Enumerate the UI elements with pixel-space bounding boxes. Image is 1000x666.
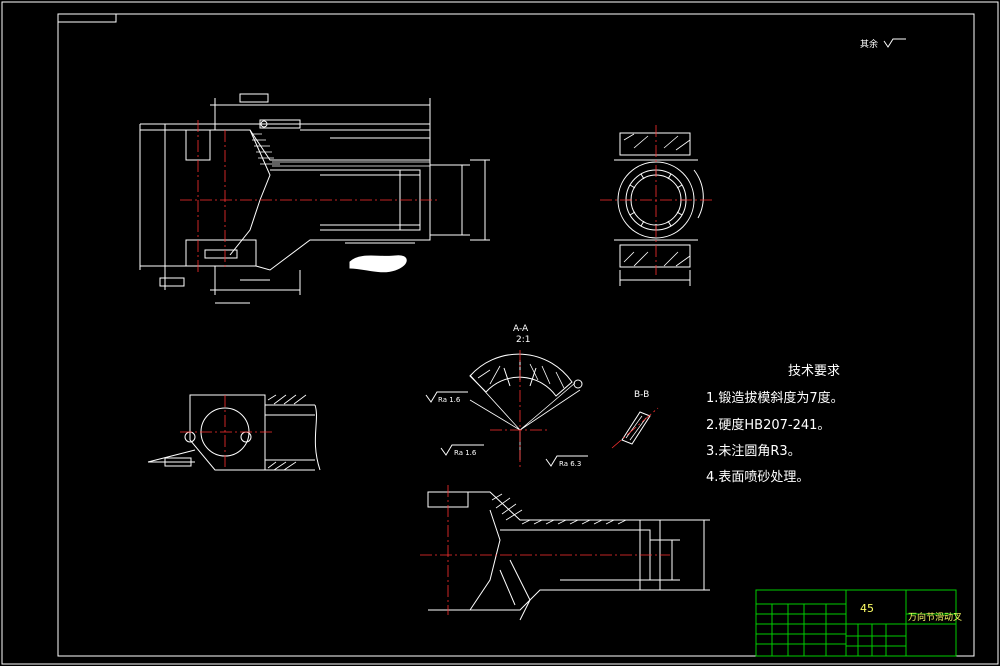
tech-req-item-3: 3.未注圆角R3。 [706, 444, 801, 459]
tolerance-frame [259, 119, 301, 129]
main-front-view [139, 93, 490, 304]
roughness-callouts [425, 391, 588, 467]
section-bb-shape [621, 411, 651, 445]
flange-hole-right [240, 431, 252, 443]
side-view [614, 132, 704, 286]
section-aa-circle-marker [573, 379, 583, 389]
tolerance-symbol-icon [260, 120, 268, 128]
dimension-lines-top2 [300, 129, 430, 139]
drawing-number-box [57, 13, 117, 23]
tech-req-title: 技术要求 [788, 364, 840, 379]
bottom-lower-ear-lines [499, 559, 531, 621]
corner-roughness-note: 其余 [860, 38, 906, 50]
roughness-2-label: Ra 1.6 [454, 449, 477, 457]
bottom-neck-outline [469, 509, 501, 611]
cam-profile-section [349, 255, 407, 273]
roughness-3-label: Ra 6.3 [559, 460, 581, 468]
inner-border [57, 13, 975, 657]
section-bb-centerline [611, 407, 659, 449]
dimension-lines-bottom [210, 266, 301, 304]
partial-view-hatch [267, 394, 307, 471]
lower-ear [185, 239, 257, 267]
roughness-3-icon [545, 455, 588, 467]
section-bb: B-B [611, 390, 659, 449]
main-view-hatch [252, 133, 430, 167]
bottom-body-outline [428, 491, 661, 611]
roughness-1-icon [425, 391, 468, 403]
lower-ear-slot [204, 249, 238, 259]
section-aa-label: A-A [513, 324, 529, 334]
roughness-2-icon [440, 444, 484, 456]
side-view-hatch [623, 133, 691, 267]
roughness-1-label: Ra 1.6 [438, 396, 461, 404]
section-aa: A-A 2:1 [469, 324, 583, 470]
title-block-frame [755, 589, 957, 657]
main-view-centerlines [180, 120, 440, 275]
partial-view-centerlines [180, 395, 275, 470]
bottom-view-hatch [491, 493, 627, 525]
corner-note-text: 其余 [860, 38, 878, 50]
title-material: 45 [860, 602, 874, 615]
shaft-outline [265, 404, 315, 471]
break-line [314, 404, 321, 471]
tech-req-item-1: 1.锻造拔模斜度为7度。 [706, 390, 844, 406]
side-width-dimension [619, 270, 691, 286]
section-aa-scale: 2:1 [516, 335, 530, 345]
tech-requirements: 技术要求 1.锻造拔模斜度为7度。 2.硬度HB207-241。 3.未注圆角R… [706, 364, 844, 485]
bottom-view-centerlines [420, 485, 670, 615]
side-top-ear [619, 132, 691, 156]
side-view-centerlines [600, 125, 712, 275]
bottom-section-view [427, 491, 710, 621]
neck-outline [229, 129, 271, 256]
dimension-lines-right [430, 159, 490, 241]
tech-req-item-2: 2.硬度HB207-241。 [706, 417, 830, 433]
section-aa-hatch [477, 363, 565, 389]
dimension-lines-top [210, 98, 431, 160]
title-block [755, 589, 957, 657]
tech-req-item-4: 4.表面喷砂处理。 [706, 470, 809, 485]
side-angle-arc [693, 169, 704, 219]
datum-box-bottom [159, 277, 185, 287]
datum-box-top [239, 93, 269, 103]
leader-lines [147, 449, 196, 463]
flange-tolerance-frame [164, 457, 192, 467]
roughness-symbol-icon [883, 38, 906, 48]
title-part-name: 万向节滑动叉 [908, 611, 962, 623]
section-aa-sector [469, 353, 573, 397]
section-bb-hatch [625, 415, 647, 441]
partial-flange-view [147, 394, 321, 471]
dimension-lines-left [139, 123, 430, 290]
section-bb-label: B-B [634, 390, 649, 400]
